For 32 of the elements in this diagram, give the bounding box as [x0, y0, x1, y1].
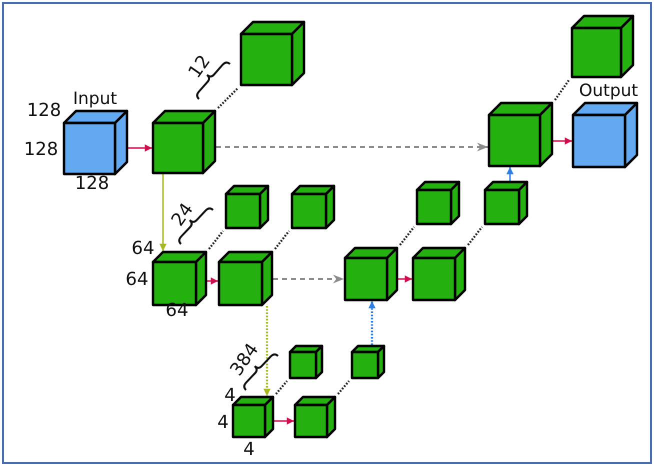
arrow — [398, 275, 412, 283]
arrow — [506, 167, 514, 181]
dotted-connector — [217, 87, 239, 109]
arrow — [553, 137, 572, 145]
layer-label: Output — [579, 81, 638, 101]
dotted-connector — [399, 226, 415, 246]
arrow — [128, 144, 152, 152]
dimension-label: 64 — [166, 301, 188, 321]
arrow — [274, 417, 294, 425]
arrow — [368, 301, 376, 345]
dimension-label: 4 — [217, 413, 229, 433]
dotted-connector — [554, 79, 570, 101]
dimension-label: 128 — [24, 140, 58, 160]
arrow — [263, 306, 271, 396]
dimension-label: 12 — [185, 52, 215, 82]
dotted-connector — [274, 230, 290, 250]
dimension-label: 4 — [224, 386, 236, 406]
dotted-connector — [337, 380, 350, 395]
dimension-label: 24 — [168, 200, 198, 230]
arrow — [207, 277, 218, 285]
dimension-label: 64 — [126, 270, 148, 290]
layer-label: Input — [73, 89, 118, 109]
skip-connection-arrow — [273, 274, 344, 284]
dimension-label: 64 — [132, 239, 154, 259]
dotted-connector — [275, 380, 288, 395]
dimension-label: 128 — [74, 174, 110, 194]
skip-connection-arrow — [216, 142, 488, 152]
dimension-label: 4 — [243, 440, 255, 460]
dotted-connector — [467, 226, 483, 246]
dimension-label: 128 — [26, 101, 62, 121]
arrow — [159, 174, 167, 251]
dotted-connector — [208, 230, 224, 250]
